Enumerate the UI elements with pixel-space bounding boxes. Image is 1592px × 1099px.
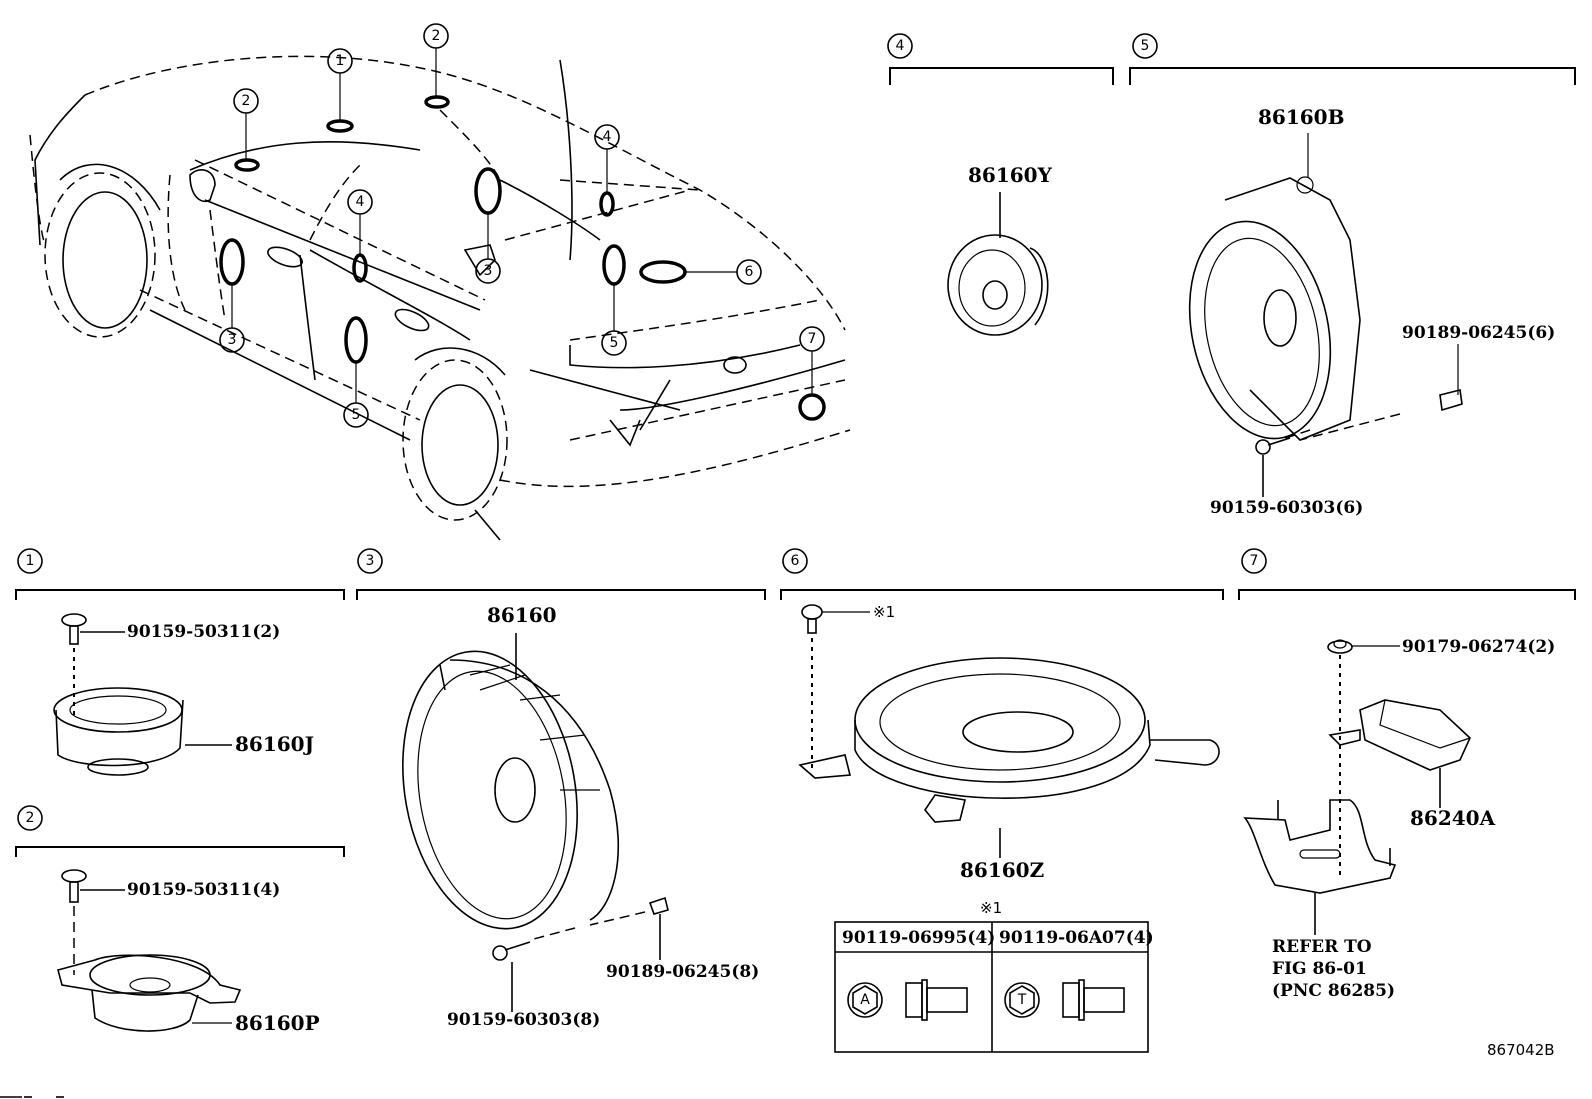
callout-bubble bbox=[594, 124, 620, 150]
refer-note-line-1: REFER TO bbox=[1272, 937, 1372, 957]
callout-number: 3 bbox=[484, 263, 493, 279]
callout-number: 1 bbox=[336, 53, 345, 69]
part-label-90189-06245-8: 90189-06245(8) bbox=[606, 962, 759, 982]
bracket-bracket-part bbox=[1243, 799, 1397, 894]
mark-5a bbox=[344, 316, 368, 364]
group-number: 6 bbox=[791, 553, 800, 569]
part-label-90159-60303-8: 90159-60303(8) bbox=[447, 1010, 600, 1030]
part-label-86160Z: 86160Z bbox=[960, 858, 1044, 882]
callout-number: 3 bbox=[228, 332, 237, 348]
part-label-86160P: 86160P bbox=[235, 1011, 320, 1035]
note-ref-1: ※1 bbox=[873, 603, 895, 621]
clip-nut-icon bbox=[1439, 389, 1463, 412]
car-overview-illustration bbox=[29, 55, 851, 541]
clip-nut-icon bbox=[648, 896, 669, 915]
group-number: 5 bbox=[1141, 38, 1150, 54]
bolt-side-view-icon bbox=[1062, 979, 1125, 1021]
mark-2b bbox=[424, 95, 450, 109]
group-number: 4 bbox=[896, 38, 905, 54]
group-2: 2 90159-50311(4) 86160P bbox=[15, 805, 345, 1035]
refer-note-line-3: (PNC 86285) bbox=[1272, 981, 1395, 1001]
callout-number: 7 bbox=[808, 331, 817, 347]
callout-bubble bbox=[343, 402, 369, 428]
refer-note-line-2: FIG 86-01 bbox=[1272, 959, 1367, 979]
speaker-86160J bbox=[53, 687, 184, 776]
group-number: 2 bbox=[26, 810, 35, 826]
part-label-86160B: 86160B bbox=[1258, 105, 1344, 129]
group-4: 4 86160Y bbox=[887, 33, 1114, 336]
bolt-part-number: 90119-06995(4) bbox=[842, 928, 995, 948]
part-label-90189-06245-6: 90189-06245(6) bbox=[1402, 323, 1555, 343]
screw-icon bbox=[61, 869, 87, 903]
callout-bubble bbox=[233, 88, 259, 114]
callout-bubble bbox=[423, 23, 449, 49]
door-speaker-86160 bbox=[402, 650, 620, 930]
screw-icon bbox=[1255, 439, 1271, 455]
part-label-86160Y: 86160Y bbox=[968, 163, 1053, 187]
part-label-86160: 86160 bbox=[487, 603, 557, 627]
bolt-icon bbox=[801, 604, 823, 634]
mark-6 bbox=[639, 260, 687, 284]
screw-icon bbox=[61, 613, 87, 645]
bolt-table-title: ※1 bbox=[980, 899, 1002, 917]
mark-1 bbox=[326, 119, 354, 133]
group-number: 7 bbox=[1250, 553, 1259, 569]
bolt-head-mark-t-icon: T bbox=[1004, 982, 1040, 1018]
group-1: 1 90159-50311(2) 86160J bbox=[15, 548, 345, 776]
svg-text:T: T bbox=[1017, 992, 1027, 1008]
part-label-86160J: 86160J bbox=[235, 732, 314, 756]
svg-text:A: A bbox=[860, 992, 870, 1008]
bolt-side-view-icon bbox=[905, 979, 968, 1021]
door-speaker-86160B bbox=[1188, 176, 1361, 441]
part-label-86240A: 86240A bbox=[1410, 806, 1496, 830]
nut-icon bbox=[1327, 639, 1353, 654]
callout-bubble bbox=[347, 189, 373, 215]
callout-bubble bbox=[601, 330, 627, 356]
group-number: 3 bbox=[366, 553, 375, 569]
mark-3a bbox=[219, 238, 245, 286]
amplifier-86240A bbox=[1328, 699, 1471, 771]
bolt-part-number: 90119-06A07(4) bbox=[999, 928, 1154, 948]
figure-id: 867042B bbox=[1487, 1041, 1555, 1059]
part-label-90159-50311-2: 90159-50311(2) bbox=[127, 622, 280, 642]
mark-3b bbox=[474, 167, 502, 215]
callout-bubble bbox=[475, 258, 501, 284]
bolt-table: ※1 90119-06995(4) 90119-06A07(4) A T bbox=[834, 899, 1154, 1053]
overview-callouts: 1 2 2 3 3 4 4 5 5 6 7 bbox=[219, 23, 825, 428]
tweeter-speaker-86160Y bbox=[947, 234, 1049, 336]
bolt-head-mark-a-icon: A bbox=[847, 982, 883, 1018]
callout-number: 2 bbox=[432, 28, 441, 44]
screw-icon bbox=[492, 941, 531, 961]
callout-number: 2 bbox=[242, 93, 251, 109]
callout-number: 4 bbox=[356, 194, 365, 210]
group-5: 5 86160B 90189-06245(6) 90159-60303(6) bbox=[1129, 33, 1576, 518]
group-number: 1 bbox=[26, 553, 35, 569]
part-label-90179-06274-2: 90179-06274(2) bbox=[1402, 637, 1555, 657]
callout-bubble bbox=[799, 326, 825, 352]
mark-5b bbox=[602, 244, 626, 286]
speaker-86160P bbox=[57, 954, 242, 1032]
mark-7 bbox=[798, 393, 826, 421]
part-label-90159-50311-4: 90159-50311(4) bbox=[127, 880, 280, 900]
callout-number: 4 bbox=[603, 129, 612, 145]
part-label-90159-60303-6: 90159-60303(6) bbox=[1210, 498, 1363, 518]
callout-bubble bbox=[219, 327, 245, 353]
callout-bubble bbox=[327, 48, 353, 74]
subwoofer-speaker-86160Z bbox=[798, 657, 1220, 823]
mark-2a bbox=[234, 158, 260, 172]
group-6: 6 ※1 86160Z bbox=[780, 548, 1224, 882]
speaker-location-marks bbox=[219, 95, 826, 421]
group-7: 7 90179-06274(2) 86240A REFER TO FIG 86-… bbox=[1238, 548, 1576, 1001]
group-3: 3 86160 90189-06245(8) 90159-60303(8) bbox=[356, 548, 766, 1030]
callout-number: 5 bbox=[352, 407, 361, 423]
callout-bubble bbox=[736, 259, 762, 285]
callout-number: 6 bbox=[745, 264, 754, 280]
callout-number: 5 bbox=[610, 335, 619, 351]
